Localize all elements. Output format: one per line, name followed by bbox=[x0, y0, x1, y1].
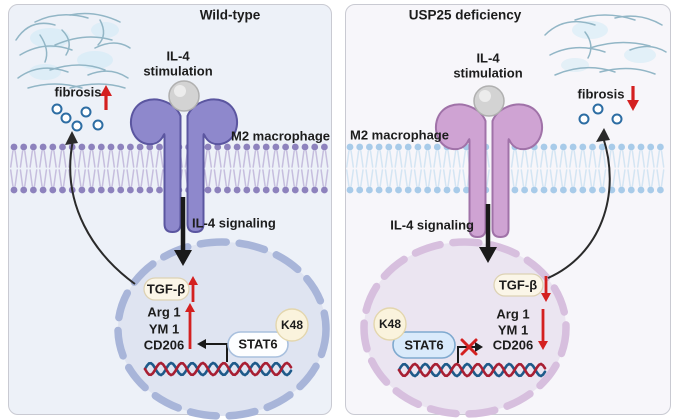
gene-arg1-label: Arg 1 bbox=[496, 306, 530, 322]
tgfb-label: TGF-β bbox=[498, 277, 538, 293]
panel-title: USP25 deficiency bbox=[408, 7, 522, 23]
il4-stimulation-label: stimulation bbox=[453, 65, 523, 81]
m2-macrophage-label: M2 macrophage bbox=[231, 128, 330, 144]
stat6-label: STAT6 bbox=[238, 336, 278, 352]
il4-signaling-label: IL-4 signaling bbox=[390, 217, 474, 233]
gene-cd206-label: CD206 bbox=[492, 337, 534, 353]
il4-stimulation-label: IL-4 bbox=[476, 50, 500, 66]
stat6-label: STAT6 bbox=[404, 337, 444, 353]
tgfb-label: TGF-β bbox=[146, 281, 186, 297]
fibrosis-label: fibrosis bbox=[577, 86, 625, 102]
m2-macrophage-label: M2 macrophage bbox=[350, 127, 449, 143]
il4-signaling-label: IL-4 signaling bbox=[192, 215, 276, 231]
fibrosis-label: fibrosis bbox=[54, 84, 102, 100]
k48-label: K48 bbox=[280, 318, 304, 332]
il4-stimulation-label: IL-4 bbox=[166, 48, 190, 64]
k48-label: K48 bbox=[378, 317, 402, 331]
gene-arg1-label: Arg 1 bbox=[147, 304, 181, 320]
gene-ym1-label: YM 1 bbox=[148, 321, 180, 337]
gene-cd206-label: CD206 bbox=[143, 337, 185, 353]
il4-stimulation-label: stimulation bbox=[143, 63, 213, 79]
panel-title: Wild-type bbox=[199, 7, 261, 23]
gene-ym1-label: YM 1 bbox=[497, 322, 529, 338]
